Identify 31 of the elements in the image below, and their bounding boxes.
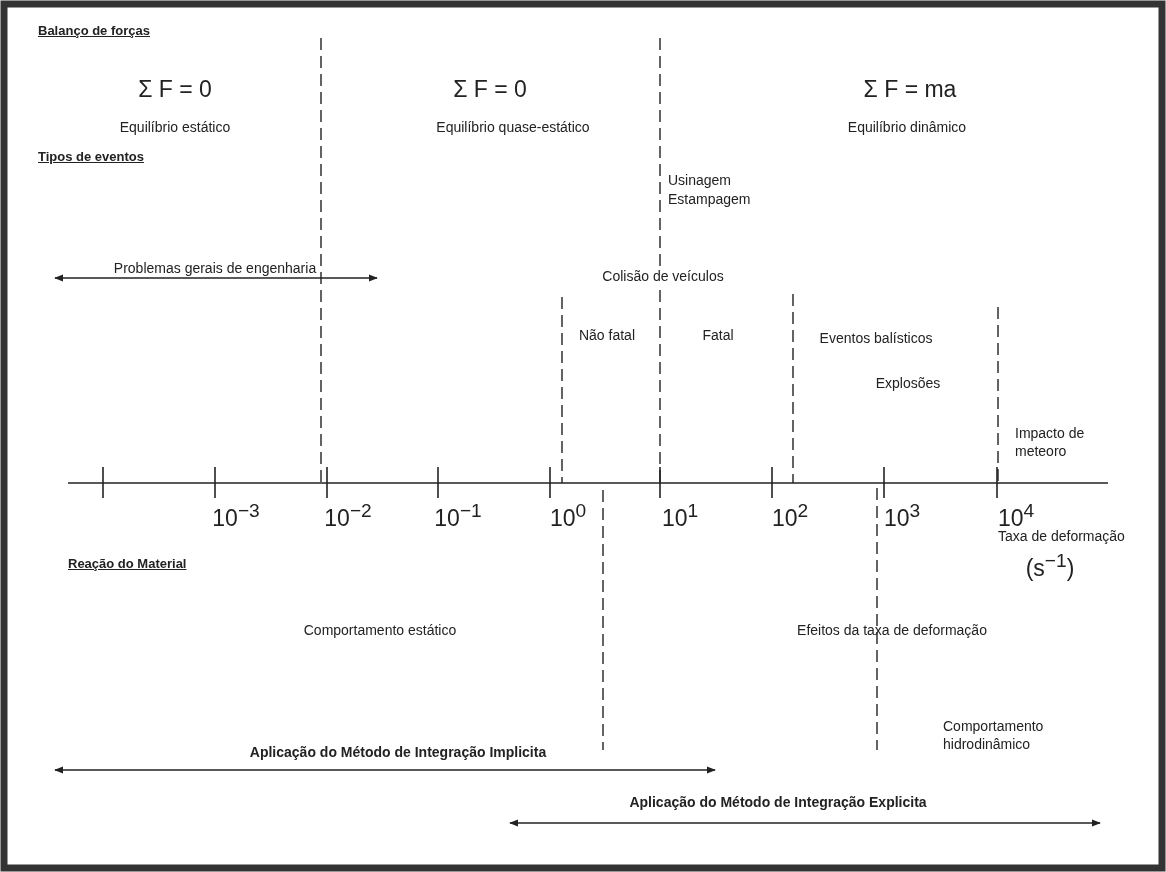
event-label: Estampagem	[668, 190, 751, 208]
axis-unit: (s$^{−1}$)	[1025, 549, 1075, 581]
event-label: Eventos balísticos	[819, 329, 933, 347]
tick-label: 10$^{−1}$	[434, 499, 482, 531]
behavior-label: Comportamento hidrodinâmico	[943, 717, 1045, 753]
equation: Σ F = ma	[863, 76, 957, 102]
event-label: Não fatal	[579, 326, 635, 344]
section-heading: Tipos de eventos	[38, 148, 144, 166]
behavior-label: Comportamento estático	[303, 621, 457, 639]
tick-label: 10$^{1}$	[661, 499, 699, 531]
tick-label: 10$^{−2}$	[324, 499, 372, 531]
regime-label: Equilíbrio dinâmico	[847, 118, 967, 136]
event-label: Usinagem	[668, 171, 732, 189]
tick-label: 10$^{−3}$	[212, 499, 260, 531]
section-heading: Reação do Material	[68, 555, 187, 573]
section-heading: Balanço de forças	[38, 22, 150, 40]
event-label: Explosões	[875, 374, 941, 392]
event-label: Impacto de meteoro	[1015, 424, 1086, 460]
regime-label: Equilíbrio estático	[119, 118, 231, 136]
tick-label: 10$^{2}$	[771, 499, 809, 531]
tick-label: 10$^{3}$	[883, 499, 921, 531]
behavior-label: Efeitos da taxa de deformação	[797, 621, 987, 639]
range-label: Aplicação do Método de Integração Explicita	[629, 793, 927, 811]
range-label: Aplicação do Método de Integração Implicita	[249, 743, 547, 761]
equation: Σ F = 0	[453, 76, 527, 102]
event-label: Colisão de veículos	[600, 267, 726, 285]
regime-label: Equilíbrio quase-estático	[436, 118, 590, 136]
event-label: Problemas gerais de engenharia	[113, 259, 317, 277]
equation: Σ F = 0	[138, 76, 212, 102]
event-label: Fatal	[702, 326, 734, 344]
tick-label: 10$^{0}$	[549, 499, 587, 531]
